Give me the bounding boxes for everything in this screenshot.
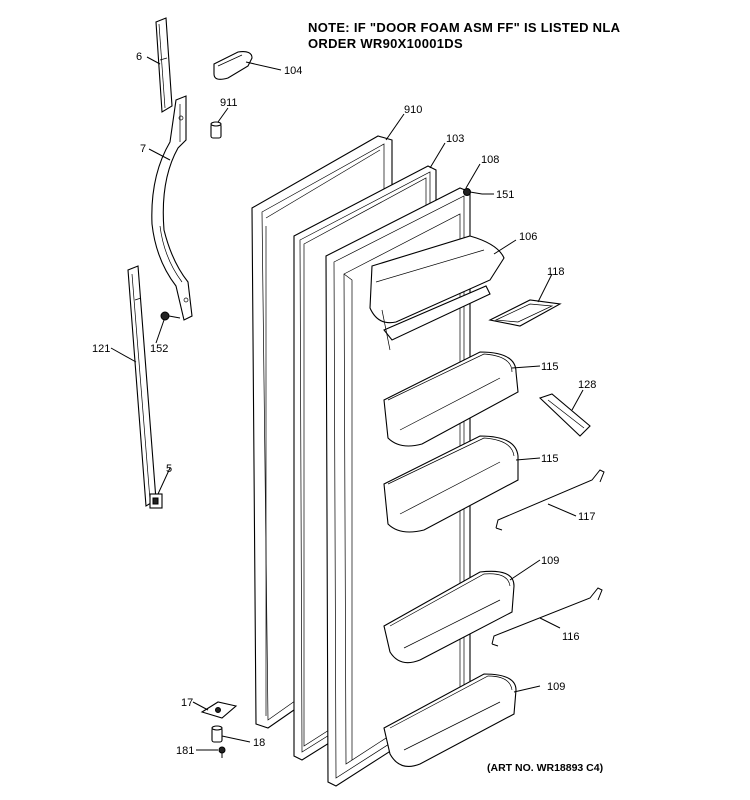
part-7-handle [151, 95, 193, 321]
callout-181: 181 [176, 745, 194, 757]
part-911-plug [210, 121, 222, 139]
callout-109-upper: 109 [541, 555, 559, 567]
note-line-2: ORDER WR90X10001DS [308, 36, 463, 51]
part-117-shelf-bar [495, 469, 605, 531]
part-5-clip [149, 493, 163, 509]
part-118-tray [488, 299, 562, 327]
part-152-screw [160, 311, 181, 321]
callout-7: 7 [140, 143, 146, 155]
part-181-screw [218, 746, 226, 758]
callout-109-lower: 109 [547, 681, 565, 693]
part-115-bin-upper [383, 351, 519, 447]
callout-18: 18 [253, 737, 265, 749]
callout-152: 152 [150, 343, 168, 355]
callout-911: 911 [220, 97, 238, 109]
part-109-shelf-upper [383, 570, 515, 664]
leader-lines [110, 56, 584, 751]
callout-6: 6 [136, 51, 142, 63]
callout-17: 17 [181, 697, 193, 709]
part-151-screw [463, 188, 483, 196]
part-115-bin-lower [383, 435, 519, 533]
callout-121: 121 [92, 343, 110, 355]
part-121-trim-strip [127, 265, 157, 507]
part-116-shelf-bar [491, 587, 603, 647]
part-106-dairy-door [369, 235, 505, 351]
art-number: (ART NO. WR18893 C4) [487, 762, 604, 774]
callout-104: 104 [284, 65, 302, 77]
callout-117: 117 [578, 511, 596, 523]
callout-910: 910 [404, 104, 422, 116]
callout-116: 116 [562, 631, 580, 643]
part-17-hinge-plate [200, 701, 238, 719]
callout-128: 128 [578, 379, 596, 391]
part-128-clip [538, 393, 591, 437]
part-18-hinge-pin [211, 725, 223, 743]
callout-115-upper: 115 [541, 361, 559, 373]
callout-106: 106 [519, 231, 537, 243]
callout-118: 118 [547, 266, 565, 278]
part-109-shelf-lower [383, 673, 517, 767]
note-line-1: NOTE: IF "DOOR FOAM ASM FF" IS LISTED NL… [308, 20, 621, 35]
part-6-trim-strip [155, 17, 173, 113]
callout-151: 151 [496, 189, 514, 201]
callout-5: 5 [166, 463, 172, 475]
callout-108: 108 [481, 154, 499, 166]
callout-103: 103 [446, 133, 464, 145]
part-104-cap [213, 51, 253, 80]
callout-115-lower: 115 [541, 453, 559, 465]
